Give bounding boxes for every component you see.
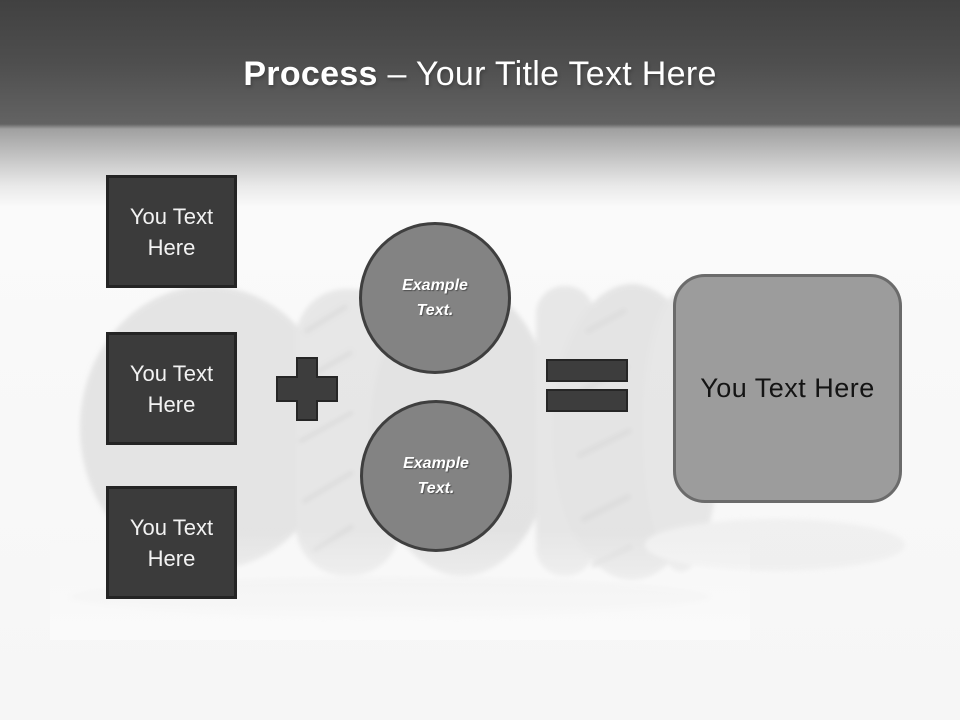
input-box-2[interactable]: You Text Here	[106, 332, 237, 445]
plus-icon[interactable]	[276, 357, 338, 421]
example-circle-2[interactable]: Example Text.	[360, 400, 512, 552]
result-box[interactable]: You Text Here	[673, 274, 902, 503]
example-circle-1[interactable]: Example Text.	[359, 222, 511, 374]
title-keyword: Process	[243, 55, 378, 93]
input-box-1-label: You Text Here	[129, 203, 214, 260]
input-box-1[interactable]: You Text Here	[106, 175, 237, 288]
result-box-label: You Text Here	[700, 373, 875, 403]
input-box-2-label: You Text Here	[129, 360, 214, 417]
input-box-3[interactable]: You Text Here	[106, 486, 237, 599]
slide-title[interactable]: Process – Your Title Text Here	[0, 52, 960, 96]
input-box-3-label: You Text Here	[129, 514, 214, 571]
example-circle-2-label: Example Text.	[403, 455, 469, 497]
equals-icon[interactable]	[546, 359, 628, 413]
title-subtitle: – Your Title Text Here	[387, 55, 717, 93]
example-circle-1-label: Example Text.	[402, 277, 468, 319]
